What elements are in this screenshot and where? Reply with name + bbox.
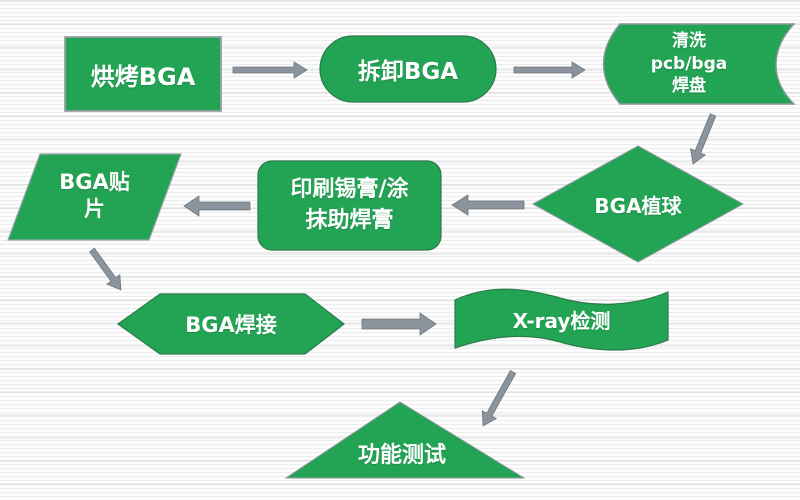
arrow-remove-to-clean bbox=[513, 61, 586, 79]
node-remove-bga-stadium bbox=[319, 35, 497, 103]
arrow-bake-to-remove bbox=[232, 61, 308, 79]
flowchart-arrows-layer bbox=[89, 61, 717, 427]
arrow-paste-to-place bbox=[183, 195, 251, 217]
arrow-ball-to-paste bbox=[451, 194, 525, 216]
node-print-paste-rounded-rect bbox=[257, 160, 442, 251]
arrow-clean-to-ball bbox=[689, 113, 717, 165]
node-ball-attach-diamond bbox=[531, 145, 745, 263]
node-bake-bga-rectangle bbox=[64, 36, 222, 112]
arrow-xray-to-test bbox=[481, 369, 517, 427]
node-clean-pads-stored-data bbox=[602, 23, 796, 105]
arrow-place-to-solder bbox=[89, 247, 122, 291]
node-placement-parallelogram bbox=[7, 153, 182, 241]
node-solder-hexagon bbox=[116, 293, 345, 355]
node-xray-inspect-tape bbox=[454, 288, 669, 351]
arrow-solder-to-xray bbox=[361, 312, 437, 336]
node-function-test-triangle bbox=[284, 401, 526, 479]
